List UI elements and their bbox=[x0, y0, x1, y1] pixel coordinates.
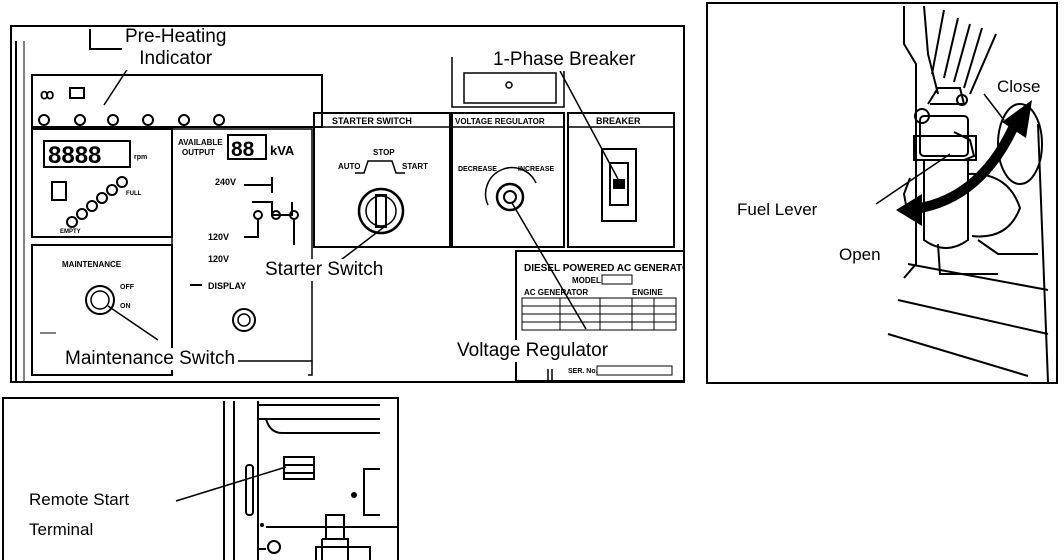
svg-text:AVAILABLE: AVAILABLE bbox=[178, 138, 223, 147]
leader-line bbox=[176, 467, 286, 501]
svg-text:AC GENERATOR: AC GENERATOR bbox=[524, 288, 588, 297]
svg-text:AUTO: AUTO bbox=[338, 162, 361, 171]
svg-text:VOLTAGE REGULATOR: VOLTAGE REGULATOR bbox=[455, 117, 545, 126]
display-button bbox=[233, 309, 255, 331]
pre-heating-indicator-callout: Pre-Heating Indicator bbox=[122, 26, 229, 70]
battery-icon bbox=[70, 88, 84, 98]
callout-line: Pre-Heating bbox=[125, 26, 226, 48]
fuel-lever-callout: Fuel Lever bbox=[734, 199, 820, 221]
starter-switch-callout: Starter Switch bbox=[262, 259, 386, 281]
rpm-digits: 8888 bbox=[48, 142, 101, 169]
plate-spec-table bbox=[522, 298, 676, 330]
open-callout: Open bbox=[836, 244, 884, 266]
svg-text:rpm: rpm bbox=[134, 154, 147, 161]
svg-text:OFF: OFF bbox=[120, 284, 135, 291]
svg-text:88: 88 bbox=[231, 138, 255, 161]
callout-line: Remote Start bbox=[29, 485, 129, 515]
svg-text:DECREASE: DECREASE bbox=[458, 166, 497, 173]
phase-breaker-callout: 1-Phase Breaker bbox=[490, 49, 639, 71]
voltage-regulator-knob bbox=[497, 184, 523, 210]
fuel-level-lamps bbox=[67, 177, 127, 227]
svg-text:FULL: FULL bbox=[126, 191, 142, 197]
rpm-display: 8888 rpm bbox=[44, 141, 147, 169]
close-callout: Close bbox=[994, 76, 1043, 98]
svg-text:120V: 120V bbox=[208, 254, 229, 264]
fuel-filter-drawing bbox=[708, 4, 1056, 382]
svg-text:kVA: kVA bbox=[270, 143, 295, 158]
indicator-lamps bbox=[39, 115, 224, 125]
starter-key-switch bbox=[359, 189, 403, 233]
svg-text:EMPTY: EMPTY bbox=[60, 229, 81, 235]
svg-text:START: START bbox=[402, 162, 428, 171]
svg-text:ON: ON bbox=[120, 303, 131, 310]
control-panel-drawing: ꝏ 8888 rpm FULL EMPTY A bbox=[12, 27, 683, 381]
fuel-gauge-icon bbox=[52, 182, 66, 200]
remote-start-callout: Remote Start Terminal bbox=[26, 485, 132, 545]
control-panel-figure: ꝏ 8888 rpm FULL EMPTY A bbox=[10, 25, 685, 383]
svg-text:BREAKER: BREAKER bbox=[596, 116, 641, 126]
svg-text:MAINTENANCE: MAINTENANCE bbox=[62, 260, 122, 269]
voltage-regulator-callout: Voltage Regulator bbox=[454, 340, 611, 362]
voltage-selector-diagram bbox=[244, 177, 298, 245]
maintenance-key-switch bbox=[86, 286, 114, 314]
svg-text:120V: 120V bbox=[208, 232, 229, 242]
svg-text:STARTER SWITCH: STARTER SWITCH bbox=[332, 116, 412, 126]
remote-start-figure: Remote Start Terminal bbox=[2, 397, 399, 560]
callout-line: Terminal bbox=[29, 515, 129, 545]
svg-text:SER. No.: SER. No. bbox=[568, 368, 598, 375]
glow-plug-icon: ꝏ bbox=[40, 86, 54, 102]
fuel-lever-figure: Close Fuel Lever Open bbox=[706, 2, 1058, 384]
callout-line: Indicator bbox=[125, 48, 226, 70]
svg-text:MODEL: MODEL bbox=[572, 276, 601, 285]
maintenance-switch-callout: Maintenance Switch bbox=[62, 348, 238, 370]
svg-text:ENGINE: ENGINE bbox=[632, 288, 663, 297]
svg-text:STOP: STOP bbox=[373, 148, 395, 157]
svg-text:240V: 240V bbox=[215, 177, 236, 187]
svg-text:DISPLAY: DISPLAY bbox=[208, 281, 246, 291]
leader-lines bbox=[876, 94, 1004, 204]
svg-text:OUTPUT: OUTPUT bbox=[182, 148, 215, 157]
